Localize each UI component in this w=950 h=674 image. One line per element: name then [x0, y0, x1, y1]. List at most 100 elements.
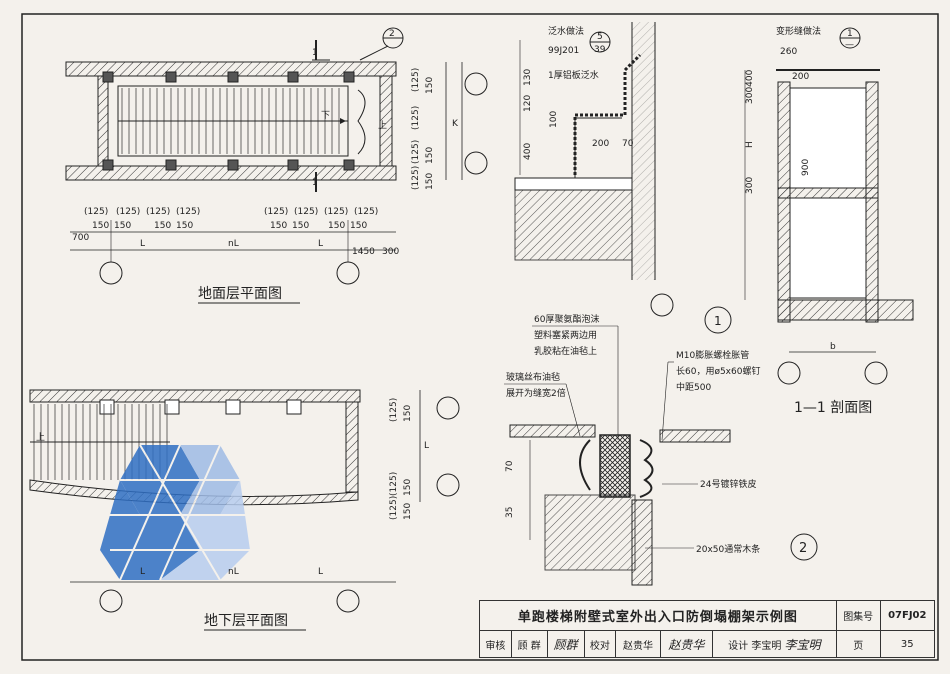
section-1-1: [744, 27, 914, 385]
dim-150-a: 150: [92, 221, 109, 231]
svg-text:900: 900: [801, 159, 811, 176]
dim-125-h: (125): [354, 207, 378, 217]
svg-text:150: 150: [403, 405, 413, 422]
check-signature: 赵贵华: [659, 630, 713, 658]
detail-1-flashing: [514, 22, 732, 334]
stair-up-basement: 上: [36, 432, 45, 443]
flashing-ref-top: 5: [597, 32, 603, 42]
joint-label: 变形缝做法: [776, 25, 821, 37]
plan-vertical-dims: (125) 150 (125) (125) 150 (125) 150 (125…: [389, 68, 435, 520]
atlas-number: 07FJ02: [879, 600, 936, 631]
dim-150-d: 150: [176, 221, 193, 231]
basement-plan-title: 地下层平面图: [204, 613, 288, 629]
dim-L-basement-left: L: [140, 567, 145, 577]
svg-text:150: 150: [425, 147, 435, 164]
plan-text: 1 1 2 下 上 (125) (125) (125) (125) (125) …: [36, 29, 459, 577]
dim-125-g: (125): [324, 207, 348, 217]
plan-left-wall: [97, 75, 109, 167]
review-name: 顾 群: [510, 630, 548, 658]
detail-2-joint: [509, 424, 818, 586]
detail-1-circle-label: 1: [714, 314, 722, 328]
detail-1-text: 泛水做法 5 39 99J201 1厚铝板泛水 130 120 100 400 …: [523, 25, 722, 328]
flashing-label: 泛水做法: [548, 25, 584, 37]
check-name: 赵贵华: [615, 630, 661, 658]
atlas-label: 图集号: [835, 600, 881, 631]
check-label: 校对: [583, 630, 617, 658]
svg-text:中距500: 中距500: [676, 381, 711, 393]
flashing-atlas: 99J201: [548, 46, 579, 56]
svg-text:M10膨胀螺栓胀管: M10膨胀螺栓胀管: [676, 349, 749, 361]
detail-2-text: 60厚聚氨酯泡沫 塑料塞紧两边用 乳胶粘在油毡上 玻璃丝布油毡 展开为缝宽2倍 …: [504, 313, 807, 556]
flashing-ref-bottom: 39: [594, 45, 606, 55]
page-label: 页: [835, 630, 881, 658]
svg-text:(125): (125): [411, 140, 421, 164]
svg-text:150: 150: [403, 503, 413, 520]
callout-2-label: 2: [389, 29, 395, 39]
drawing-title: 单跑楼梯附壁式室外出入口防倒塌棚架示例图: [479, 600, 837, 631]
design-block: 设计 李宝明 李宝明: [711, 630, 837, 658]
dim-150-f: 150: [292, 221, 309, 231]
svg-text:塑料塞紧两边用: 塑料塞紧两边用: [534, 329, 597, 341]
svg-text:70: 70: [622, 139, 634, 149]
svg-text:200: 200: [592, 139, 609, 149]
ground-floor-plan: [65, 27, 488, 285]
dim-b: b: [830, 342, 836, 352]
dim-L-right: L: [318, 239, 323, 249]
review-signature: 顾群: [546, 630, 585, 658]
section-text: 变形缝做法 1 — 260 200 300400 H 900 300 b 1—1…: [745, 25, 872, 416]
svg-text:60厚聚氨酯泡沫: 60厚聚氨酯泡沫: [534, 313, 599, 325]
svg-text:1: 1: [847, 29, 853, 39]
dim-700: 700: [72, 233, 89, 243]
review-label: 审核: [479, 630, 512, 658]
svg-text:70: 70: [505, 460, 515, 472]
dim-L-vertical: L: [424, 441, 429, 451]
svg-text:玻璃丝布油毡: 玻璃丝布油毡: [506, 371, 560, 383]
design-signature: 李宝明: [784, 637, 821, 652]
dim-125-d: (125): [176, 207, 200, 217]
svg-text:150: 150: [403, 479, 413, 496]
stair-up-label: 上: [378, 120, 387, 131]
dim-150-c: 150: [154, 221, 171, 231]
dim-150-g: 150: [328, 221, 345, 231]
svg-text:24号镀锌铁皮: 24号镀锌铁皮: [700, 478, 756, 490]
ground-plan-title: 地面层平面图: [198, 286, 282, 302]
svg-text:100: 100: [549, 111, 559, 128]
dim-150-h: 150: [350, 221, 367, 231]
stair-down-label: 下: [321, 111, 330, 121]
dim-125-c: (125): [146, 207, 170, 217]
title-block: 单跑楼梯附壁式室外出入口防倒塌棚架示例图 图集号 07FJ02 审核 顾 群 顾…: [479, 600, 936, 658]
svg-text:300: 300: [745, 177, 755, 194]
svg-text:(125): (125): [389, 398, 399, 422]
svg-text:(125): (125): [389, 496, 399, 520]
svg-text:300400: 300400: [745, 69, 755, 104]
design-label: 设计: [728, 640, 749, 652]
dim-125-e: (125): [264, 207, 288, 217]
page-number: 35: [879, 630, 936, 658]
svg-text:(125): (125): [411, 106, 421, 130]
svg-text:—: —: [845, 40, 854, 50]
dim-125-b: (125): [116, 207, 140, 217]
dim-125-f: (125): [294, 207, 318, 217]
dim-L-left: L: [140, 239, 145, 249]
dim-150-e: 150: [270, 221, 287, 231]
svg-text:展开为缝宽2倍: 展开为缝宽2倍: [506, 387, 566, 399]
svg-text:20x50通常木条: 20x50通常木条: [696, 543, 760, 555]
section-title: 1—1 剖面图: [794, 400, 872, 416]
dim-K: K: [452, 119, 459, 129]
basement-plan: [29, 389, 460, 613]
dim-125-a: (125): [84, 207, 108, 217]
svg-text:35: 35: [505, 507, 515, 518]
svg-text:(125): (125): [411, 68, 421, 92]
detail-2-circle-label: 2: [799, 541, 807, 556]
svg-text:400: 400: [523, 143, 533, 160]
dim-nL-basement: nL: [228, 567, 239, 577]
dim-L-basement-right: L: [318, 567, 323, 577]
svg-text:150: 150: [425, 77, 435, 94]
svg-text:乳胶粘在油毡上: 乳胶粘在油毡上: [534, 345, 597, 357]
aluminum-flashing: 1厚铝板泛水: [548, 69, 599, 81]
design-name: 李宝明: [751, 640, 782, 652]
svg-text:130: 130: [523, 69, 533, 86]
plan-right-wall: [379, 75, 393, 167]
section-mark-top: 1: [312, 48, 318, 58]
